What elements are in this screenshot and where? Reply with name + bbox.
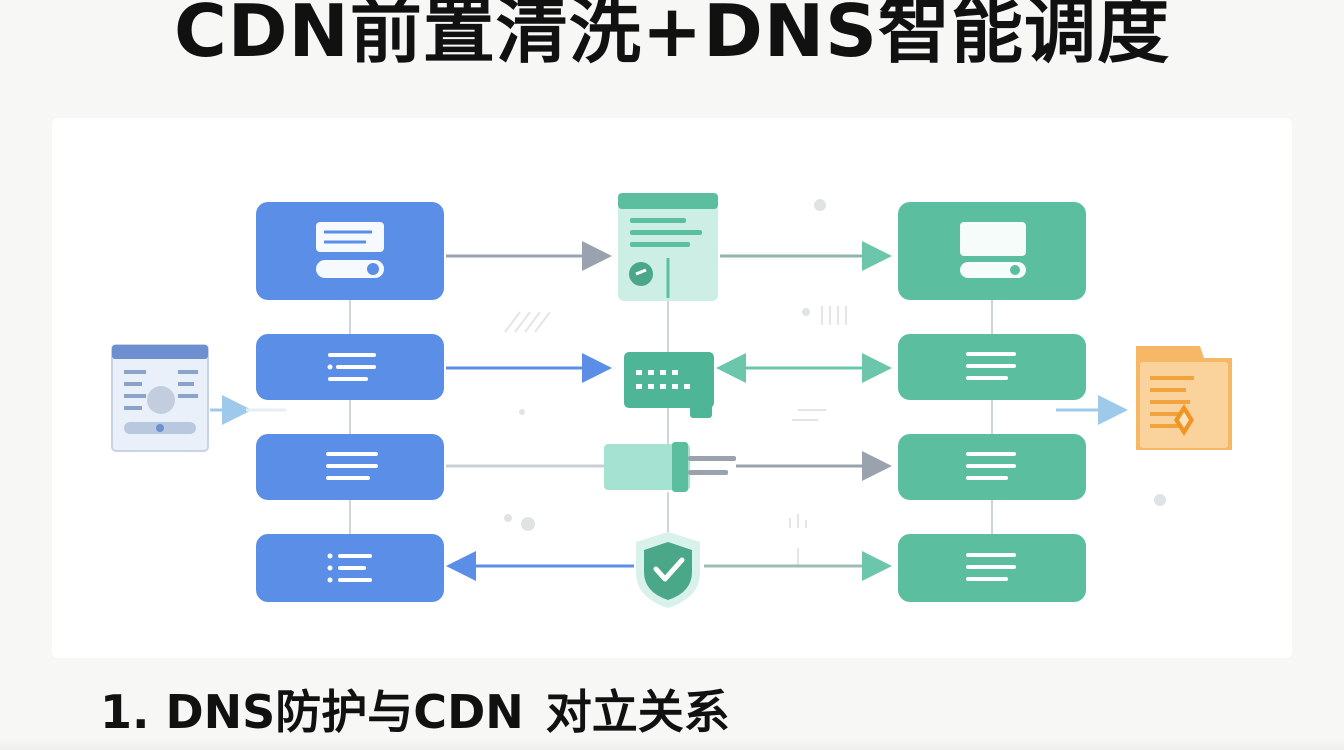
toggle-icon [960, 262, 1026, 278]
right-column [898, 202, 1086, 602]
browser-window-icon [111, 344, 209, 452]
vertical-connectors [349, 300, 993, 534]
list-icon [966, 553, 1016, 581]
bottom-edge [0, 738, 1344, 750]
decorative-hatch [504, 306, 847, 566]
document-with-badge-icon [1136, 346, 1232, 450]
center-column [604, 193, 736, 608]
shield-check-icon [636, 532, 700, 608]
list-icon [326, 452, 378, 480]
section-title-part2: 对立关系 [545, 685, 730, 739]
card-icon [316, 222, 384, 252]
list-icon [966, 452, 1016, 480]
page-title: CDN前置清洗+DNS智能调度 [173, 0, 1171, 73]
toggle-icon [316, 260, 384, 278]
plug-connector-icon [604, 442, 736, 492]
right-node-2 [898, 334, 1086, 400]
list-icon [328, 353, 376, 381]
left-column [256, 202, 444, 602]
left-node-1 [256, 202, 444, 300]
left-node-2 [256, 334, 444, 400]
flow-arrows [210, 241, 1128, 581]
sort-list-icon [327, 553, 372, 583]
right-node-4 [898, 534, 1086, 602]
decorative-dots [504, 199, 1166, 531]
section-number: 1. [100, 685, 150, 739]
left-node-3 [256, 434, 444, 500]
section-title-part1: DNS防护与CDN [165, 685, 524, 739]
keyboard-terminal-icon [624, 352, 714, 418]
server-document-icon [618, 193, 718, 301]
section-heading: 1. DNS防护与CDN 对立关系 [100, 676, 730, 742]
right-node-1 [898, 202, 1086, 300]
screen-icon [960, 222, 1026, 256]
left-node-4 [256, 534, 444, 602]
list-icon [966, 352, 1016, 380]
right-node-3 [898, 434, 1086, 500]
